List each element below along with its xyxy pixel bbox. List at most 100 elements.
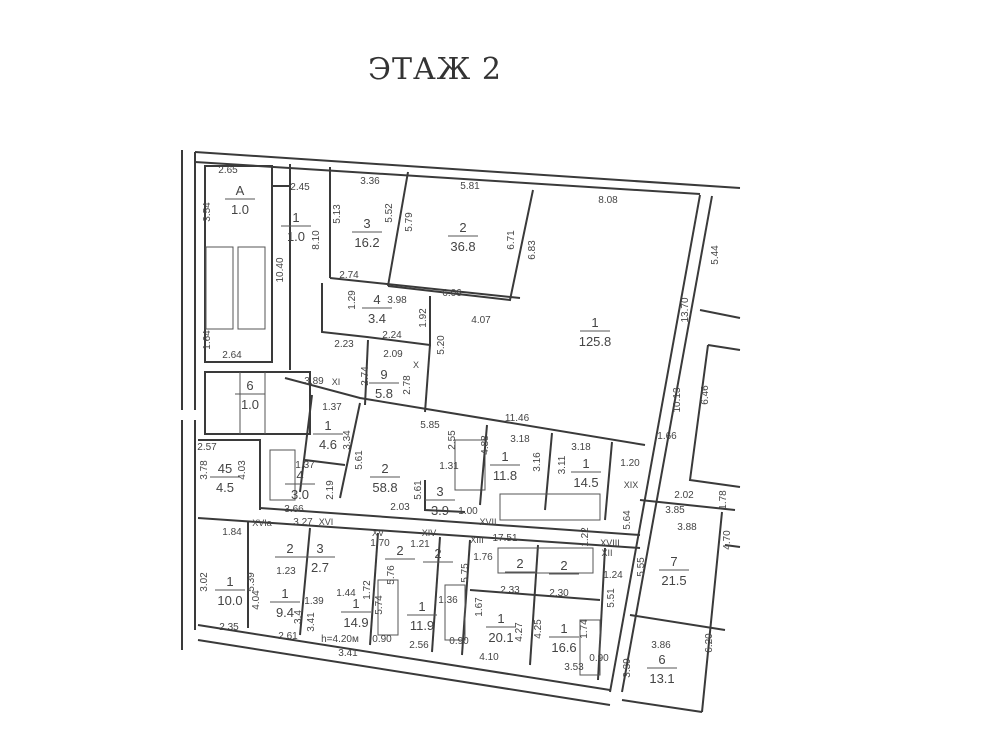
- dimension-label: 3.98: [387, 295, 407, 306]
- dimension-label: 1.22: [580, 527, 591, 547]
- room-number: 1: [352, 596, 359, 611]
- room-label: 116.6: [549, 621, 579, 655]
- dimension-label: 1.64: [202, 330, 213, 350]
- dimension-label: 3.54: [202, 202, 213, 222]
- room-label: 2: [505, 556, 535, 573]
- room-area: 36.8: [450, 239, 475, 254]
- dimension-label: 2.30: [549, 588, 569, 599]
- room-number: 45: [218, 461, 232, 476]
- room-number: 3: [363, 216, 370, 231]
- room-number: A: [236, 183, 245, 198]
- dimension-label: 5.79: [404, 212, 415, 232]
- dimension-label: 1.84: [222, 527, 242, 538]
- dimension-label: 2.57: [197, 442, 217, 453]
- dimension-label: 5.52: [384, 203, 395, 223]
- dimension-label: 3.41: [306, 612, 317, 632]
- room-number: 9: [380, 367, 387, 382]
- room-label: 2: [275, 541, 305, 558]
- room-label: 43.4: [362, 292, 392, 326]
- room-number: 1: [292, 210, 299, 225]
- dimension-label: 5.13: [332, 204, 343, 224]
- room-number: 1: [497, 611, 504, 626]
- room-label: 95.8: [369, 367, 399, 401]
- dimension-label: 3.34: [342, 430, 353, 450]
- dimension-label: 5.61: [413, 480, 424, 500]
- room-number: 1: [226, 574, 233, 589]
- room-area: 1.0: [241, 397, 259, 412]
- room-area: 58.8: [372, 480, 397, 495]
- room-label: A 1.0: [225, 183, 255, 217]
- room-number: 2: [516, 556, 523, 571]
- dimension-label: 2.23: [334, 339, 354, 350]
- dimension-label: 3.39: [622, 658, 633, 678]
- dimension-label: 2.56: [409, 640, 429, 651]
- dimension-label: 2.03: [390, 502, 410, 513]
- room-area: 125.8: [579, 334, 612, 349]
- section-label: XVII: [479, 517, 496, 527]
- room-label: 14.6: [313, 418, 343, 452]
- dimension-label: 4.07: [471, 315, 491, 326]
- dimension-label: 3.02: [199, 572, 210, 592]
- room-label: 120.1: [486, 611, 516, 645]
- dimension-label: 5.81: [460, 181, 480, 192]
- dimension-label: 1.31: [439, 461, 459, 472]
- room-labels: A1.011.0316.2236.81125.843.495.861.014.6…: [210, 183, 689, 686]
- room-area: 1.0: [231, 202, 249, 217]
- section-label: XVI: [319, 517, 334, 527]
- dimension-label: 5.61: [354, 450, 365, 470]
- dimension-label: 2.74: [360, 366, 371, 386]
- room-label: 721.5: [659, 554, 689, 588]
- section-label: XIX: [624, 480, 639, 490]
- dimension-label: 1.37: [322, 402, 342, 413]
- room-area: 3.0: [291, 487, 309, 502]
- dimension-label: 2.74: [339, 270, 359, 281]
- dimension-label: 8.08: [598, 195, 618, 206]
- dimension-label: 3.86: [651, 640, 671, 651]
- room-label: 33.9: [425, 484, 455, 518]
- room-label: 2: [423, 546, 453, 563]
- room-label: 110.0: [215, 574, 245, 608]
- dimension-label: 1.36: [438, 595, 458, 606]
- room-area: 20.1: [488, 630, 513, 645]
- room-label: 613.1: [647, 652, 677, 686]
- room-number: 1: [418, 599, 425, 614]
- room-area: 2.7: [311, 560, 329, 575]
- room-label: 258.8: [370, 461, 400, 495]
- dimension-label: 5.64: [622, 510, 633, 530]
- room-label: 11.0: [281, 210, 311, 244]
- dimension-label: 0.90: [372, 634, 392, 645]
- section-label: XVIII: [600, 538, 620, 548]
- dimension-label: 1.92: [418, 308, 429, 328]
- room-label: 454.5: [210, 461, 240, 495]
- room-area: 4.6: [319, 437, 337, 452]
- dimension-label: 2.33: [500, 585, 520, 596]
- dimension-label: 1.72: [362, 580, 373, 600]
- dimension-label: 5.74: [374, 595, 385, 615]
- dimension-label: 3.27: [293, 517, 313, 528]
- dimension-label: 1.44: [336, 588, 356, 599]
- dimension-label: 2.55: [447, 430, 458, 450]
- room-area: 1.0: [287, 229, 305, 244]
- dimension-label: 1.70: [370, 538, 390, 549]
- dimension-label: 3.18: [510, 434, 530, 445]
- dimension-label: 1.66: [657, 431, 677, 442]
- section-label: XIII: [470, 535, 484, 545]
- dimension-label: 3.36: [360, 176, 380, 187]
- room-number: 2: [560, 558, 567, 573]
- dimension-label: 10.13: [672, 387, 683, 412]
- dimension-label: 1.67: [474, 597, 485, 617]
- dimension-label: 2.78: [402, 375, 413, 395]
- room-label: 43.0: [285, 468, 315, 502]
- room-area: 11.9: [410, 618, 434, 633]
- dimension-label: 1.37: [295, 460, 315, 471]
- dimension-label: 1.00: [458, 506, 478, 517]
- room-area: 13.1: [649, 671, 674, 686]
- dimension-label: 1.24: [603, 570, 623, 581]
- dimension-label: 3.85: [665, 505, 685, 516]
- dimension-label: 13.70: [680, 297, 691, 322]
- dimension-label: 3.16: [532, 452, 543, 472]
- room-area: 16.6: [551, 640, 576, 655]
- room-area: 3.9: [431, 503, 449, 518]
- section-label: XII: [601, 548, 612, 558]
